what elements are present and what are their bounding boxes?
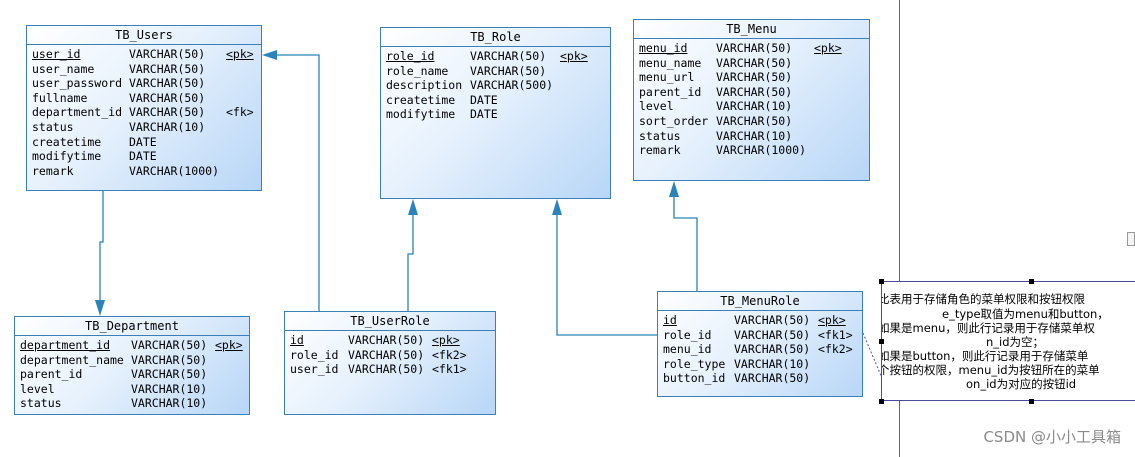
note-line: 比表用于存储角色的菜单权限和按钮权限 [881,292,1085,306]
arrow-role-1 [408,199,418,215]
selection-handle[interactable] [879,399,884,404]
rel-users-department [99,191,104,305]
note-line: 个按钮的权限，menu_id为按钮所在的菜单 [881,363,1100,377]
arrow-role-2 [552,199,562,215]
rel-menurole-menu [673,192,698,291]
scrollbar-thumb[interactable] [1127,232,1135,246]
note-line: on_id为对应的按钮id [966,377,1077,391]
selection-handle[interactable] [1029,399,1034,404]
note-box[interactable]: 比表用于存储角色的菜单权限和按钮权限 e_type取值为menu和button，… [881,281,1135,401]
selection-handle[interactable] [879,279,884,284]
rel-menurole-role [556,210,657,336]
note-connector [862,332,883,379]
entity-title: TB_MenuRole [658,292,862,311]
arrow-department [95,300,105,316]
selection-handle[interactable] [879,339,884,344]
arrow-users [262,50,277,60]
rel-userrole-users [272,54,320,311]
entity-title: TB_Users [27,26,261,45]
entity-title: TB_Department [15,317,249,336]
selection-handle[interactable] [1029,279,1034,284]
entity-title: TB_UserRole [285,312,495,331]
entity-title: TB_Menu [634,20,869,39]
note-line: 如果是menu，则此行记录用于存储菜单权 [881,321,1095,335]
note-line: n_id为空； [986,335,1045,349]
rel-userrole-role [407,210,414,311]
note-line: 如果是button，则此行记录用于存储菜单 [881,349,1089,363]
arrow-menu [669,181,679,197]
note-line: e_type取值为menu和button， [942,307,1109,321]
entity-title: TB_Role [381,28,610,47]
canvas-page-border [899,0,900,457]
watermark: CSDN @小小工具箱 [983,428,1121,446]
